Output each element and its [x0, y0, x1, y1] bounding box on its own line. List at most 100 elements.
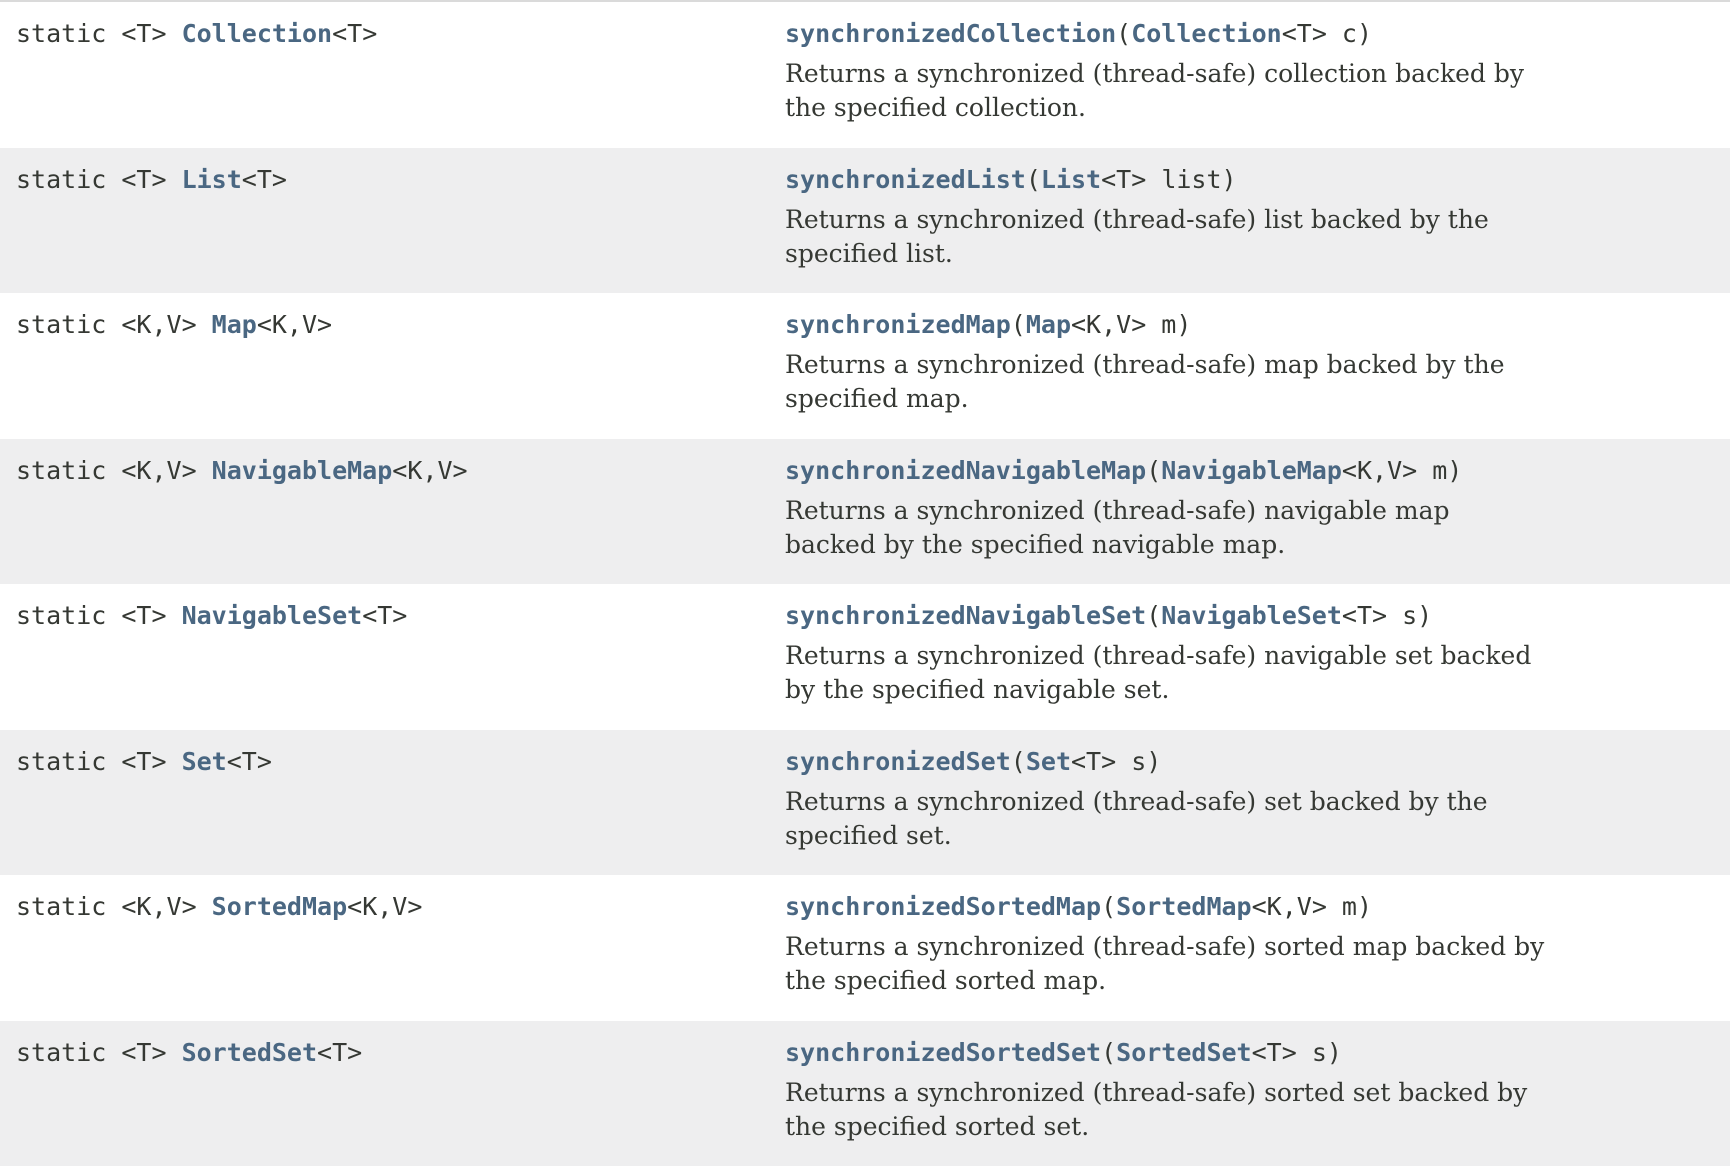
return-type-link[interactable]: NavigableSet [181, 601, 363, 630]
generic-suffix: <T> [362, 601, 408, 630]
return-type-link[interactable]: SortedSet [181, 1037, 318, 1067]
return-type-link[interactable]: Set [181, 746, 227, 776]
method-link[interactable]: synchronizedSortedMap [785, 892, 1102, 921]
modifier-and-type: static <K,V> NavigableMap<K,V> [16, 456, 468, 485]
method-signature: synchronizedSortedMap(SortedMap<K,V> m) [785, 891, 1710, 923]
signature-rest: <T> s) [1341, 601, 1433, 630]
paren-open: ( [1025, 164, 1041, 194]
signature-rest: <K,V> m) [1251, 892, 1373, 921]
return-type-link[interactable]: Collection [181, 19, 333, 48]
method-link[interactable]: synchronizedNavigableMap [785, 455, 1147, 485]
return-type-link[interactable]: SortedMap [211, 892, 348, 921]
method-link[interactable]: synchronizedCollection [785, 19, 1117, 48]
paren-open: ( [1010, 310, 1026, 339]
generic-suffix: <T> [241, 164, 287, 194]
method-link[interactable]: synchronizedSortedSet [785, 1037, 1102, 1067]
param-type-link[interactable]: NavigableSet [1161, 601, 1342, 630]
modifier-text: static <T> [16, 601, 182, 630]
param-type-link[interactable]: SortedMap [1116, 892, 1252, 921]
table-row: static <K,V> SortedMap<K,V> synchronized… [0, 875, 1730, 1021]
modifier-and-type-cell: static <K,V> SortedMap<K,V> [0, 875, 766, 1021]
modifier-and-type: static <T> Collection<T> [16, 19, 377, 48]
modifier-and-type-cell: static <K,V> NavigableMap<K,V> [0, 439, 766, 585]
generic-suffix: <T> [317, 1037, 363, 1067]
method-description: Returns a synchronized (thread-safe) map… [785, 350, 1505, 413]
modifier-text: static <T> [16, 19, 182, 48]
return-type-link[interactable]: Map [211, 310, 257, 339]
generic-suffix: <K,V> [347, 892, 423, 921]
generic-suffix: <K,V> [392, 455, 468, 485]
modifier-and-type-cell: static <T> SortedSet<T> [0, 1021, 766, 1166]
modifier-text: static <K,V> [16, 455, 212, 485]
modifier-and-type-cell: static <K,V> Map<K,V> [0, 293, 766, 439]
method-link[interactable]: synchronizedSet [785, 746, 1011, 776]
method-signature: synchronizedMap(Map<K,V> m) [785, 309, 1710, 341]
return-type-link[interactable]: NavigableMap [211, 455, 393, 485]
method-and-description-cell: synchronizedList(List<T> list) Returns a… [766, 148, 1730, 294]
modifier-and-type-cell: static <T> NavigableSet<T> [0, 584, 766, 730]
paren-open: ( [1146, 455, 1162, 485]
method-and-description-cell: synchronizedMap(Map<K,V> m) Returns a sy… [766, 293, 1730, 439]
method-signature: synchronizedList(List<T> list) [785, 164, 1710, 196]
return-type-link[interactable]: List [181, 164, 242, 194]
method-signature: synchronizedSet(Set<T> s) [785, 746, 1710, 778]
table-row: static <T> Set<T> synchronizedSet(Set<T>… [0, 729, 1730, 876]
param-type-link[interactable]: NavigableMap [1161, 455, 1342, 485]
table-row: static <T> Collection<T> synchronizedCol… [0, 2, 1730, 148]
paren-open: ( [1116, 19, 1132, 48]
modifier-text: static <T> [16, 164, 182, 194]
paren-open: ( [1101, 1037, 1117, 1067]
method-and-description-cell: synchronizedSortedMap(SortedMap<K,V> m) … [766, 875, 1730, 1021]
modifier-and-type: static <K,V> SortedMap<K,V> [16, 892, 422, 921]
method-link[interactable]: synchronizedNavigableSet [785, 601, 1147, 630]
method-signature: synchronizedCollection(Collection<T> c) [785, 18, 1710, 50]
method-and-description-cell: synchronizedNavigableSet(NavigableSet<T>… [766, 584, 1730, 730]
signature-rest: <T> s) [1251, 1037, 1342, 1067]
table-row: static <T> NavigableSet<T> synchronizedN… [0, 584, 1730, 730]
method-and-description-cell: synchronizedSortedSet(SortedSet<T> s) Re… [766, 1021, 1730, 1166]
method-link[interactable]: synchronizedList [785, 164, 1026, 194]
modifier-and-type: static <T> Set<T> [16, 747, 272, 776]
param-type-link[interactable]: Collection [1131, 19, 1282, 48]
method-description: Returns a synchronized (thread-safe) col… [785, 59, 1525, 122]
method-and-description-cell: synchronizedNavigableMap(NavigableMap<K,… [766, 439, 1730, 585]
method-and-description-cell: synchronizedCollection(Collection<T> c) … [766, 2, 1730, 148]
method-link[interactable]: synchronizedMap [785, 310, 1011, 339]
signature-rest: <T> s) [1071, 746, 1162, 776]
method-description: Returns a synchronized (thread-safe) sor… [785, 1077, 1528, 1141]
modifier-and-type-cell: static <T> List<T> [0, 148, 766, 294]
signature-rest: <T> c) [1281, 19, 1373, 48]
table-row: static <K,V> NavigableMap<K,V> synchroni… [0, 438, 1730, 585]
table-row: static <K,V> Map<K,V> synchronizedMap(Ma… [0, 293, 1730, 439]
table-row: static <T> SortedSet<T> synchronizedSort… [0, 1020, 1730, 1166]
generic-suffix: <K,V> [256, 310, 333, 339]
modifier-text: static <T> [16, 746, 182, 776]
signature-rest: <T> list) [1101, 164, 1237, 194]
param-type-link[interactable]: Set [1025, 746, 1071, 776]
paren-open: ( [1101, 892, 1117, 921]
modifier-text: static <K,V> [16, 310, 212, 339]
paren-open: ( [1010, 746, 1026, 776]
modifier-and-type-cell: static <T> Collection<T> [0, 2, 766, 148]
param-type-link[interactable]: SortedSet [1116, 1037, 1252, 1067]
modifier-text: static <K,V> [16, 892, 212, 921]
method-signature: synchronizedSortedSet(SortedSet<T> s) [785, 1037, 1710, 1069]
modifier-and-type: static <T> SortedSet<T> [16, 1038, 362, 1067]
signature-rest: <K,V> m) [1071, 310, 1192, 339]
modifier-and-type-cell: static <T> Set<T> [0, 730, 766, 876]
param-type-link[interactable]: List [1040, 164, 1102, 194]
method-description: Returns a synchronized (thread-safe) nav… [785, 641, 1532, 704]
signature-rest: <K,V> m) [1341, 455, 1463, 485]
modifier-and-type: static <T> NavigableSet<T> [16, 601, 407, 630]
table-row: static <T> List<T> synchronizedList(List… [0, 147, 1730, 294]
generic-suffix: <T> [226, 746, 272, 776]
method-and-description-cell: synchronizedSet(Set<T> s) Returns a sync… [766, 730, 1730, 876]
method-description: Returns a synchronized (thread-safe) set… [785, 786, 1488, 850]
param-type-link[interactable]: Map [1025, 310, 1071, 339]
generic-suffix: <T> [332, 19, 378, 48]
method-description: Returns a synchronized (thread-safe) sor… [785, 932, 1545, 995]
method-description: Returns a synchronized (thread-safe) lis… [785, 204, 1489, 268]
method-signature: synchronizedNavigableMap(NavigableMap<K,… [785, 455, 1710, 487]
